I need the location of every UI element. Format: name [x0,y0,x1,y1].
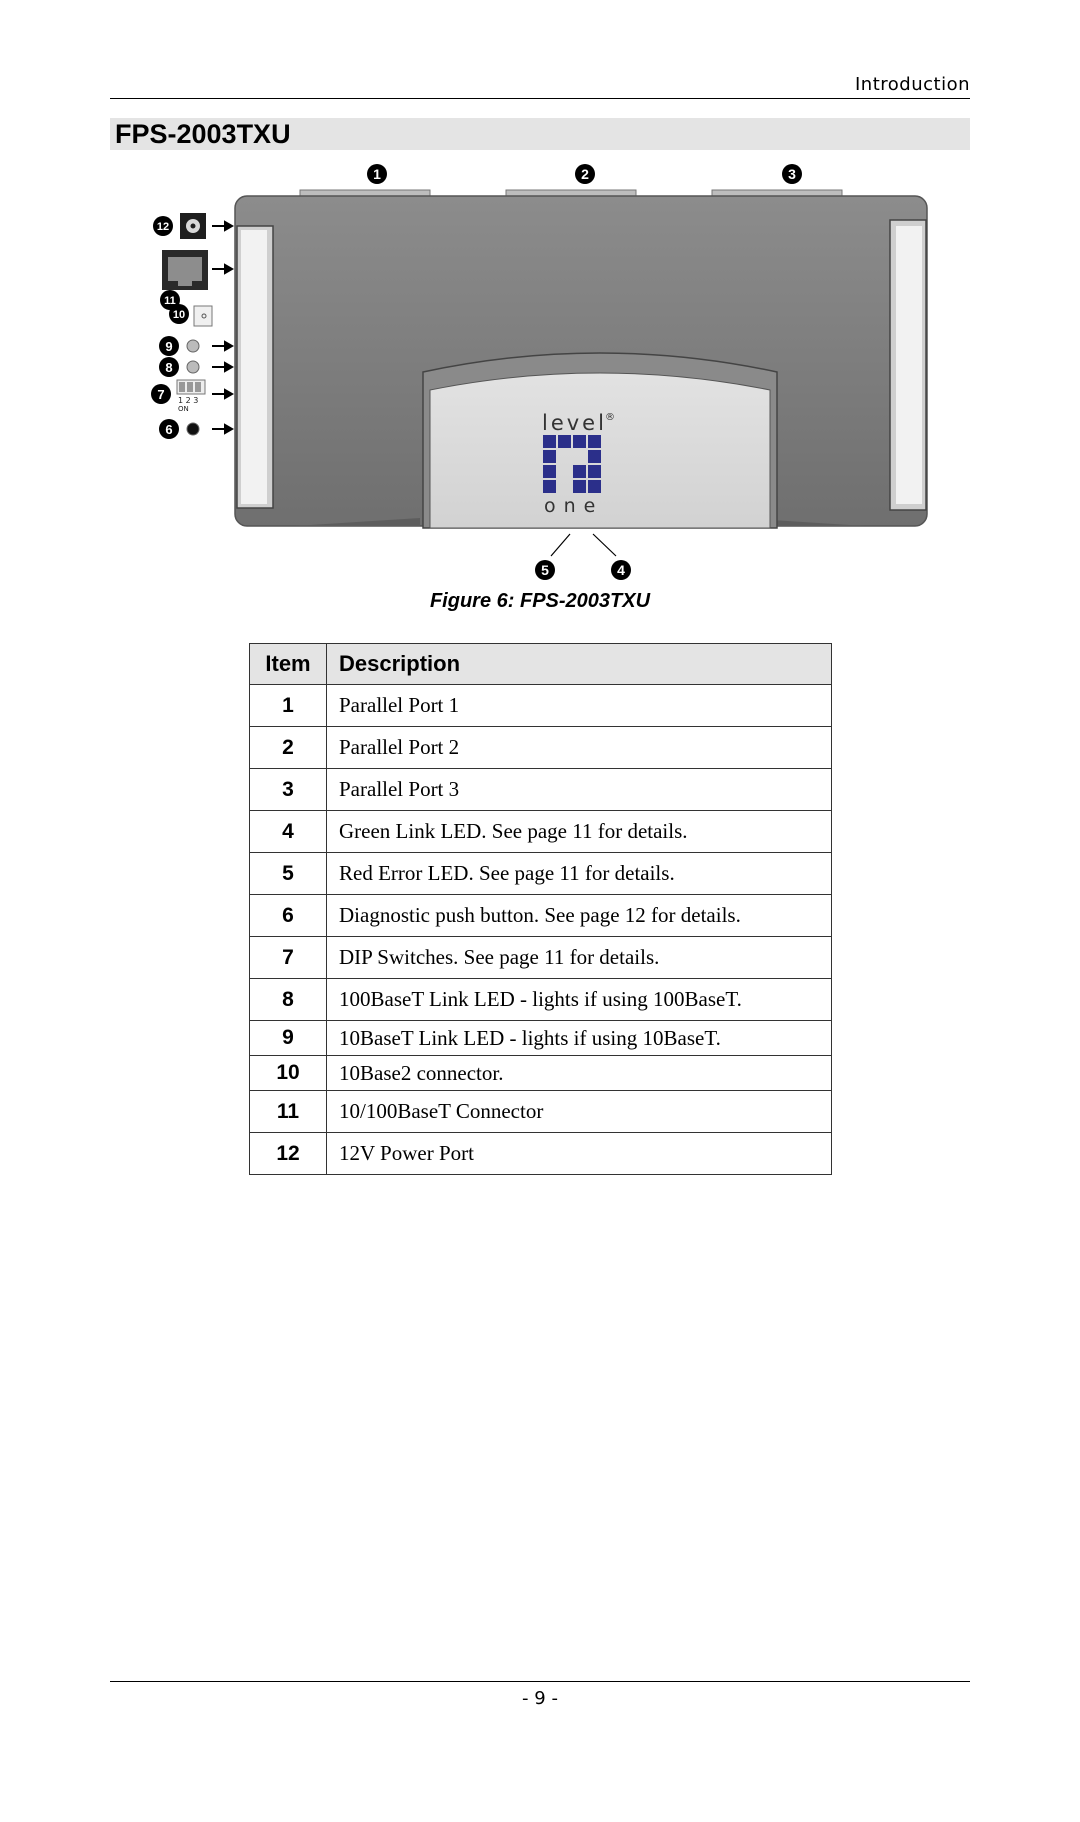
item-number: 5 [249,852,327,895]
item-description: 12V Power Port [326,1132,832,1175]
svg-text:1 2 3: 1 2 3 [178,396,198,405]
header-rule [110,98,970,99]
item-description: Parallel Port 2 [326,726,832,769]
svg-text:2: 2 [581,166,589,182]
callout-9: 9 [159,336,179,356]
items-table: Item Description 1 Parallel Port 1 2 Par… [249,643,832,1175]
logo-text-level: level [542,411,607,435]
table-row: 1 Parallel Port 1 [249,684,832,727]
item-number: 8 [249,978,327,1021]
section-title-bar: FPS-2003TXU [110,118,970,150]
svg-text:5: 5 [541,562,549,578]
table-row: 7 DIP Switches. See page 11 for details. [249,936,832,979]
device-figure: level ® one 1 2 3 ON [151,164,928,580]
svg-text:1: 1 [373,166,381,182]
item-number: 4 [249,810,327,853]
page-number: - 9 - [522,1688,558,1709]
column-header-item: Item [249,643,327,685]
item-description: Parallel Port 1 [326,684,832,727]
table-row: 6 Diagnostic push button. See page 12 fo… [249,894,832,937]
logo-text-one: one [544,495,603,517]
led-10baset-image [186,339,200,353]
svg-text:ON: ON [178,405,189,413]
callout-10: 10 [169,304,189,324]
bnc-connector-image [193,305,213,327]
svg-text:10: 10 [173,309,185,321]
dip-switch-image: 1 2 3 ON [176,379,206,413]
table-row: 2 Parallel Port 2 [249,726,832,769]
item-number: 12 [249,1132,327,1175]
rj45-port-image [162,250,208,290]
item-description: 10BaseT Link LED - lights if using 10Bas… [326,1020,832,1056]
column-header-description: Description [326,643,832,685]
svg-text:8: 8 [165,360,172,375]
figure-caption: Figure 6: FPS-2003TXU [429,590,651,612]
item-description: 10Base2 connector. [326,1055,832,1091]
item-description: Red Error LED. See page 11 for details. [326,852,832,895]
item-number: 2 [249,726,327,769]
table-row: 3 Parallel Port 3 [249,768,832,811]
item-description: 10/100BaseT Connector [326,1090,832,1133]
item-description: DIP Switches. See page 11 for details. [326,936,832,979]
callout-1: 1 [367,164,387,184]
power-port-image [180,213,206,239]
item-description: Parallel Port 3 [326,768,832,811]
item-description: Diagnostic push button. See page 12 for … [326,894,832,937]
callout-3: 3 [782,164,802,184]
callout-8: 8 [159,357,179,377]
item-number: 9 [249,1020,327,1056]
table-row: 11 10/100BaseT Connector [249,1090,832,1133]
svg-text:11: 11 [164,295,176,307]
svg-text:12: 12 [157,221,169,233]
item-number: 10 [249,1055,327,1091]
item-number: 7 [249,936,327,979]
led-100baset-image [186,360,200,374]
callout-5: 5 [535,560,555,580]
svg-text:7: 7 [157,387,164,402]
running-header: Introduction [854,74,970,95]
table-header-row: Item Description [249,643,832,685]
footer-rule [110,1681,970,1682]
table-row: 9 10BaseT Link LED - lights if using 10B… [249,1020,832,1056]
callout-12: 12 [153,216,173,236]
svg-text:6: 6 [165,422,172,437]
callout-4: 4 [611,560,631,580]
levelone-logo: level ® one [542,411,615,517]
svg-text:3: 3 [788,166,796,182]
svg-text:®: ® [605,412,615,423]
table-row: 10 10Base2 connector. [249,1055,832,1091]
table-row: 4 Green Link LED. See page 11 for detail… [249,810,832,853]
table-row: 5 Red Error LED. See page 11 for details… [249,852,832,895]
parallel-ports [299,189,843,197]
item-description: Green Link LED. See page 11 for details. [326,810,832,853]
svg-text:4: 4 [617,562,625,578]
svg-text:9: 9 [165,339,172,354]
table-row: 8 100BaseT Link LED - lights if using 10… [249,978,832,1021]
item-number: 3 [249,768,327,811]
callout-2: 2 [575,164,595,184]
table-row: 12 12V Power Port [249,1132,832,1175]
item-number: 6 [249,894,327,937]
section-title: FPS-2003TXU [115,119,291,149]
callout-7: 7 [151,384,171,404]
callout-6: 6 [159,419,179,439]
item-description: 100BaseT Link LED - lights if using 100B… [326,978,832,1021]
diagnostic-button-image [186,422,200,436]
callout-arrows [212,220,235,435]
item-number: 1 [249,684,327,727]
item-number: 11 [249,1090,327,1133]
